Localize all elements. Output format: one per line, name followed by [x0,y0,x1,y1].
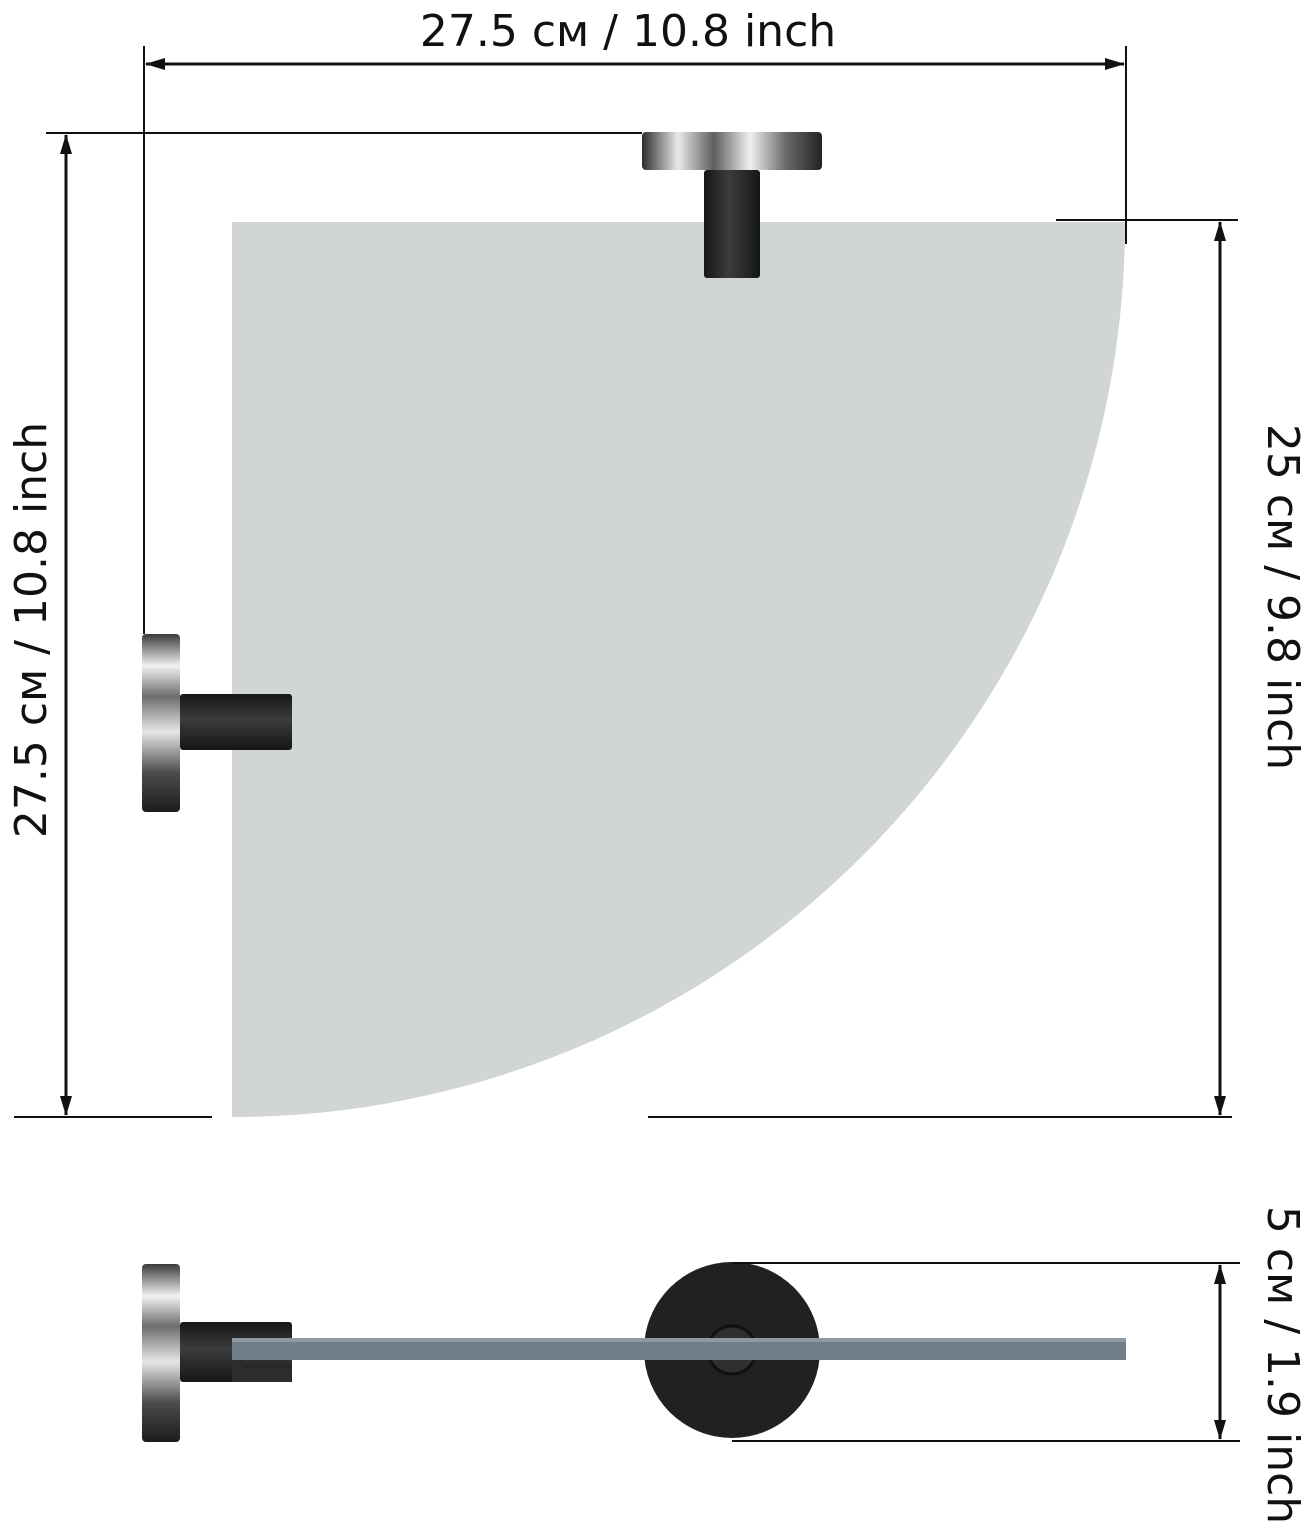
left-bracket-chrome-plate [142,634,180,812]
top-width-dimension: 27.5 см / 10.8 inch [143,6,1127,634]
left-bracket [142,634,292,812]
glass-shelf-top-view [232,222,1125,1117]
side-bracket-chrome-plate [142,1264,180,1442]
glass-shelf-side-view [232,1338,1126,1360]
right-depth-dimension: 25 см / 9.8 inch [648,219,1308,1118]
side-view [142,1262,1126,1442]
top-width-label: 27.5 см / 10.8 inch [420,6,836,57]
left-height-label: 27.5 см / 10.8 inch [6,422,57,838]
side-height-dimension: 5 см / 1.9 inch [732,1206,1308,1524]
top-bracket-chrome-plate [642,132,822,170]
left-bracket-rod [180,694,292,750]
top-bracket [642,132,822,278]
right-depth-label: 25 см / 9.8 inch [1257,424,1308,770]
top-bracket-rod [704,170,760,278]
left-height-dimension: 27.5 см / 10.8 inch [6,132,642,1118]
side-height-label: 5 см / 1.9 inch [1257,1206,1308,1524]
